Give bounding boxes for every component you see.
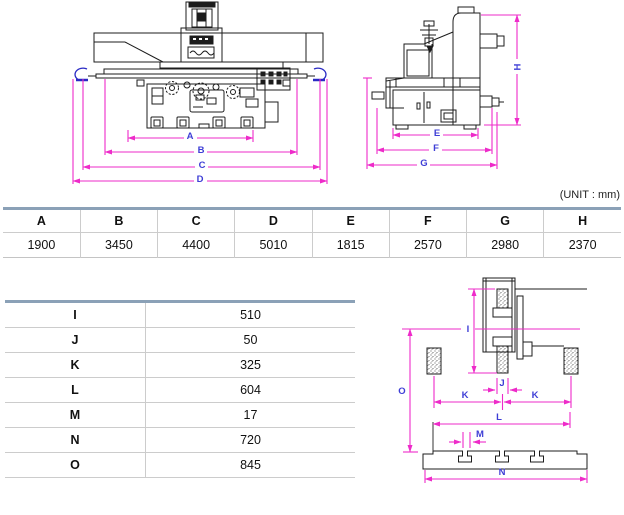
wheel-block-left: [426, 347, 442, 375]
detail-dimension-labels: I O J K K L M N: [398, 324, 538, 478]
detail-value-m: 17: [145, 402, 355, 428]
dim-label-k2: K: [532, 390, 539, 401]
dim-label-i: I: [467, 324, 470, 335]
wheel-block-right: [563, 347, 579, 375]
table-row: O 845: [5, 452, 355, 478]
detail-value-j: 50: [145, 327, 355, 353]
table-row: K 325: [5, 352, 355, 378]
dim-value-e: 1815: [311, 232, 390, 258]
detail-label-n: N: [5, 427, 146, 453]
dim-label-m: M: [476, 429, 484, 440]
detail-table: I 510 J 50 K 325 L 604 M 17 N 720 O 845: [5, 300, 355, 478]
side-view-drawing: [371, 6, 505, 130]
dim-label-f: F: [433, 143, 439, 154]
detail-dimension-lines: [402, 288, 588, 483]
detail-label-o: O: [5, 452, 146, 478]
col-header-b: B: [79, 208, 158, 233]
detail-value-o: 845: [145, 452, 355, 478]
top-dimension-lines: [72, 14, 521, 184]
dim-value-a: 1900: [27, 238, 56, 252]
top-dimension-labels: A B C D E F G H: [184, 59, 524, 185]
col-header-d: D: [234, 208, 312, 233]
detail-value-i: 510: [145, 301, 355, 328]
dim-label-k1: K: [462, 390, 469, 401]
dim-label-h: H: [513, 63, 524, 70]
t-slot-table: [422, 450, 588, 470]
dimension-table: A B C D E F G H 1900 3450 4400 5010 1815…: [3, 207, 621, 258]
dim-value-f: 2570: [388, 232, 467, 258]
dim-label-o: O: [398, 386, 405, 397]
grinding-wheel-down: [496, 345, 509, 374]
detail-label-j: J: [5, 327, 146, 353]
detail-value-l: 604: [145, 377, 355, 403]
detail-line-art: [422, 277, 588, 470]
table-row: M 17: [5, 402, 355, 428]
dim-value-h: 2370: [543, 232, 621, 258]
col-header-f: F: [388, 208, 467, 233]
dimension-table-value-row: 1900 3450 4400 5010 1815 2570 2980 2370: [3, 232, 621, 258]
dim-label-b: B: [198, 145, 205, 156]
detail-value-k: 325: [145, 352, 355, 378]
col-header-h: H: [543, 208, 621, 233]
detail-value-n: 720: [145, 427, 355, 453]
col-header-a: A: [3, 208, 81, 233]
dim-label-e: E: [434, 128, 440, 139]
table-row: L 604: [5, 377, 355, 403]
front-view-drawing: [88, 1, 324, 129]
detail-label-l: L: [5, 377, 146, 403]
detail-view-drawing: I O J K K L M N: [398, 277, 588, 483]
dim-label-g: G: [420, 158, 427, 169]
dim-label-a: A: [187, 131, 194, 142]
table-row: I 510: [5, 301, 355, 328]
dim-label-j: J: [499, 378, 504, 389]
detail-label-i: I: [5, 301, 146, 328]
dim-value-b: 3450: [79, 232, 158, 258]
table-end-hooks: [74, 67, 327, 82]
unit-label: (UNIT : mm): [559, 189, 620, 201]
dim-label-n: N: [499, 467, 506, 478]
col-header-c: C: [156, 208, 235, 233]
dim-value-d: 5010: [234, 232, 312, 258]
dim-label-c: C: [199, 160, 206, 171]
dim-value-c: 4400: [156, 232, 235, 258]
dim-value-g: 2980: [465, 232, 544, 258]
dimension-table-header-row: A B C D E F G H: [3, 208, 621, 233]
col-header-g: G: [465, 208, 544, 233]
detail-label-m: M: [5, 402, 146, 428]
table-row: N 720: [5, 427, 355, 453]
detail-label-k: K: [5, 352, 146, 378]
table-row: J 50: [5, 327, 355, 353]
col-header-e: E: [311, 208, 390, 233]
dim-label-d: D: [197, 174, 204, 185]
dim-label-l: L: [496, 412, 502, 423]
top-views-drawing: A B C D E F G H: [72, 1, 524, 185]
